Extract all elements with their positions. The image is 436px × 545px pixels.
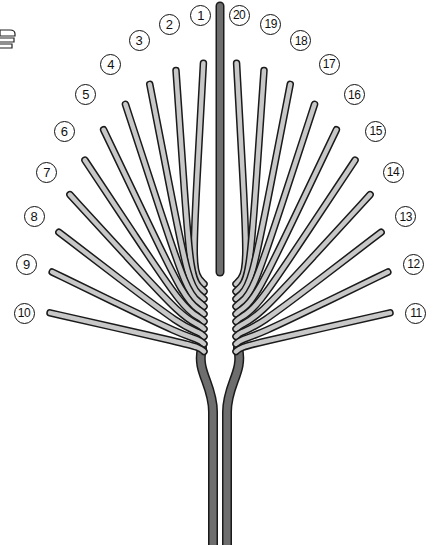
callout-number: 13 <box>395 206 416 227</box>
callout-number: 1 <box>190 5 211 26</box>
callout-number: 11 <box>405 303 426 324</box>
strand-outline <box>50 313 204 352</box>
cable-core <box>227 348 239 545</box>
callout-number: 5 <box>75 84 96 105</box>
callout-number: 14 <box>383 162 404 183</box>
callout-number: 12 <box>403 254 424 275</box>
cable-core <box>201 348 213 545</box>
strand <box>70 195 204 329</box>
cable-core <box>217 6 223 272</box>
callout-number: 4 <box>100 54 121 75</box>
strand <box>50 313 204 352</box>
strand-outline <box>70 195 204 329</box>
strand <box>236 63 246 284</box>
wire-strands <box>50 63 390 351</box>
strand-outline <box>236 313 390 352</box>
cable-outline <box>201 348 213 545</box>
callout-number: 7 <box>36 162 57 183</box>
callout-number: 3 <box>129 30 150 51</box>
callout-number: 15 <box>365 121 386 142</box>
callout-number: 10 <box>14 303 35 324</box>
cable-outline <box>227 348 239 545</box>
corner-icon <box>0 30 15 48</box>
callout-number: 8 <box>24 206 45 227</box>
strand <box>236 195 370 329</box>
callout-number: 17 <box>319 54 340 75</box>
callout-number: 9 <box>16 254 37 275</box>
strand-outline <box>236 195 370 329</box>
callout-number: 6 <box>54 121 75 142</box>
main-cable <box>201 6 240 545</box>
callout-number: 19 <box>260 14 281 35</box>
strand-outline <box>236 63 246 284</box>
callout-number: 20 <box>229 5 250 26</box>
callout-number: 18 <box>290 30 311 51</box>
strand-outline <box>194 63 204 284</box>
callout-number: 2 <box>159 14 180 35</box>
strand <box>194 63 204 284</box>
strand <box>236 313 390 352</box>
cable-outline <box>216 6 225 272</box>
callout-number: 16 <box>344 84 365 105</box>
